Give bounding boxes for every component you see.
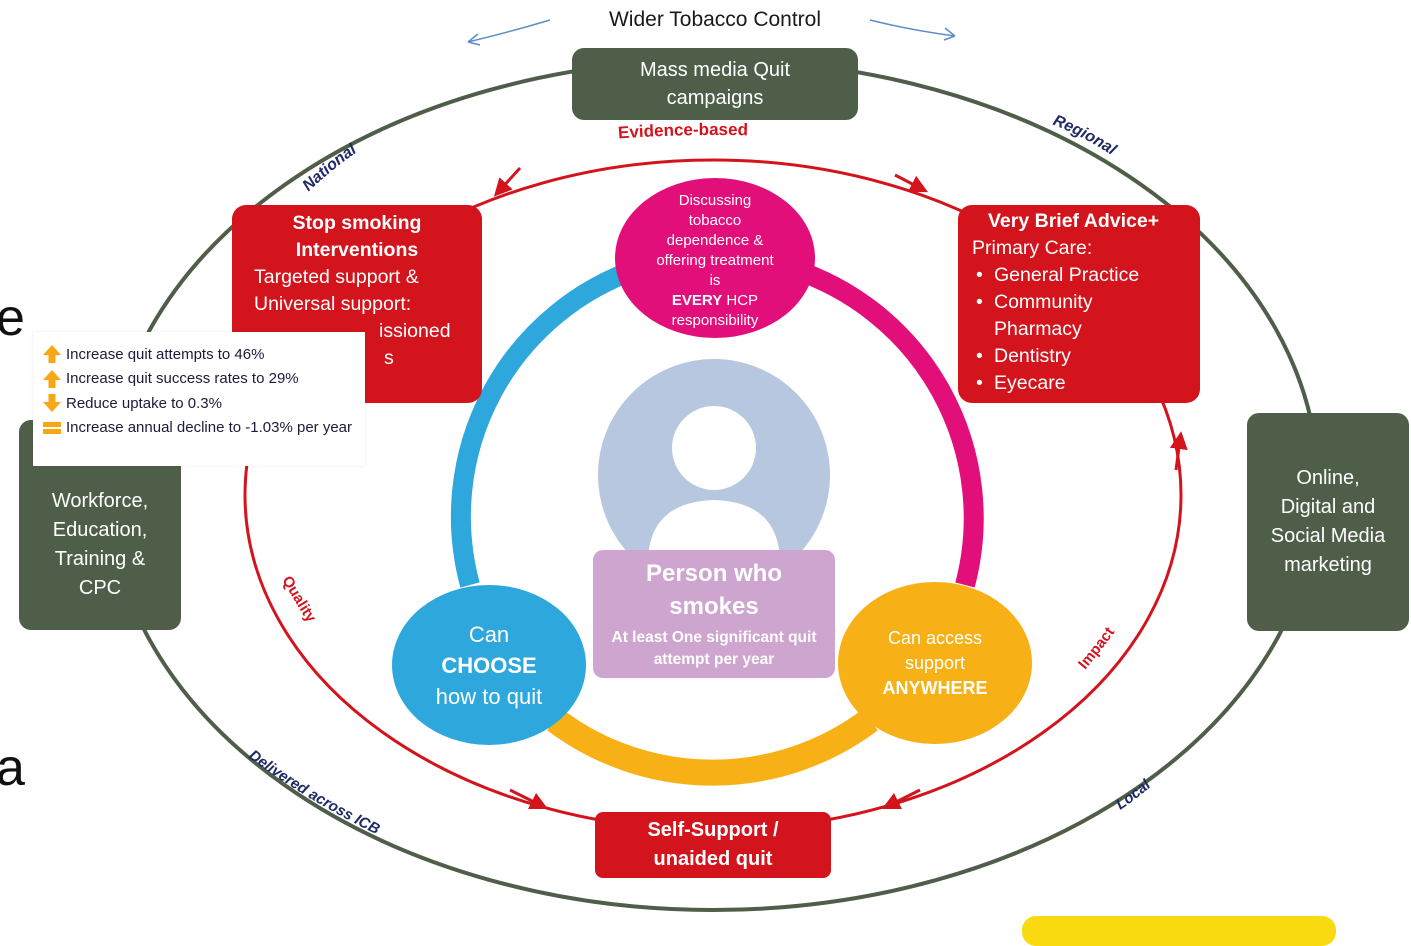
edge-letter-top: e [0,289,25,347]
orange-ring-segment [547,709,878,786]
vba-title: Very Brief Advice+ [988,210,1160,232]
legend-text: Increase quit success rates to 29% [66,370,299,388]
left-arrow-icon [467,19,551,43]
red-arrow-icon [881,788,921,810]
ring-label-quality: Quality [278,573,319,626]
ring-label-evidence: Evidence-based [617,120,748,143]
svg-text:Impact: Impact [1075,624,1118,672]
choose-line1: Can [468,621,510,647]
red-arrow-icon [493,166,522,197]
workforce-label: Workforce, Education, Training & CPC [51,490,149,599]
vba-subtitle: Primary Care: [972,237,1093,259]
online-label: Online, Digital and Social Media marketi… [1270,467,1386,576]
legend-item: Increase quit success rates to 29% [41,367,365,392]
vba-item: Eyecare [976,370,1190,397]
legend-item: Increase annual decline to -1.03% per ye… [41,416,361,440]
svg-text:Evidence-based: Evidence-based [617,120,748,143]
access-circle: Can access support ANYWHERE [838,582,1032,744]
online-box: Online, Digital and Social Media marketi… [1247,413,1409,631]
edge-letter-bottom: a [0,739,25,797]
vba-item: Community Pharmacy [976,289,1144,343]
stop-smoking-title: Stop smoking Interventions [292,212,422,261]
legend-text: Reduce uptake to 0.3% [66,394,222,412]
access-line1: Can access [887,627,983,648]
svg-text:Delivered across ICB: Delivered across ICB [246,747,383,838]
header-title: Wider Tobacco Control [609,8,821,31]
stop-smoking-line2: Universal support: [254,293,412,315]
access-line2: support [904,652,966,673]
red-arrow-icon [1169,431,1188,471]
legend-item: Increase quit attempts to 46% [41,342,365,367]
legend-panel: Increase quit attempts to 46% Increase q… [33,332,365,466]
person-label-box: Person who smokes At least One significa… [593,550,835,678]
person-head-icon [672,406,756,490]
legend-text: Increase quit attempts to 46% [66,345,265,363]
red-arrow-icon [894,173,928,193]
vba-item: Dentistry [976,343,1190,370]
blue-ring-segment [450,258,644,588]
red-arrow-icon [509,788,549,810]
yellow-callout-edge [1022,916,1336,946]
choose-emph: CHOOSE [441,652,537,678]
stop-smoking-line1: Targeted support & [254,266,419,288]
person-body-icon [648,500,780,560]
vba-box: Very Brief Advice+ Primary Care: General… [958,205,1200,403]
up-arrow-icon [41,369,63,389]
choose-circle: Can CHOOSE how to quit [392,585,586,745]
vba-list: General Practice Community Pharmacy Dent… [972,262,1190,397]
stop-smoking-line4: s [384,347,394,369]
magenta-ring-segment [787,258,984,588]
right-arrow-icon [869,19,956,37]
access-emph: ANYWHERE [882,677,988,698]
ring-label-impact: Impact [1075,624,1118,672]
mass-media-label: Mass media Quit campaigns [639,59,791,109]
person-title: Person who smokes [645,560,783,620]
legend-text: Increase annual decline to -1.03% per ye… [66,418,353,436]
discussing-tail: HCP responsibility [671,292,759,329]
vba-item: General Practice [976,262,1190,289]
self-support-label: Self-Support / unaided quit [647,819,779,870]
down-arrow-icon [41,393,63,413]
discussing-emph: EVERY [671,292,723,309]
svg-text:Quality: Quality [278,573,319,626]
self-support-box: Self-Support / unaided quit [595,812,831,878]
stop-smoking-line3: issioned [379,320,451,342]
legend-item: Reduce uptake to 0.3% [41,391,365,416]
equals-icon [41,418,63,438]
discussing-circle: Discussing tobacco dependence & offering… [615,178,815,338]
choose-line3: how to quit [435,683,543,709]
discussing-text: Discussing tobacco dependence & offering… [656,192,774,289]
ring-label-delivered: Delivered across ICB [246,747,383,838]
mass-media-box: Mass media Quit campaigns [572,48,858,120]
up-arrow-icon [41,344,63,364]
person-subtitle: At least One significant quit attempt pe… [611,629,817,668]
